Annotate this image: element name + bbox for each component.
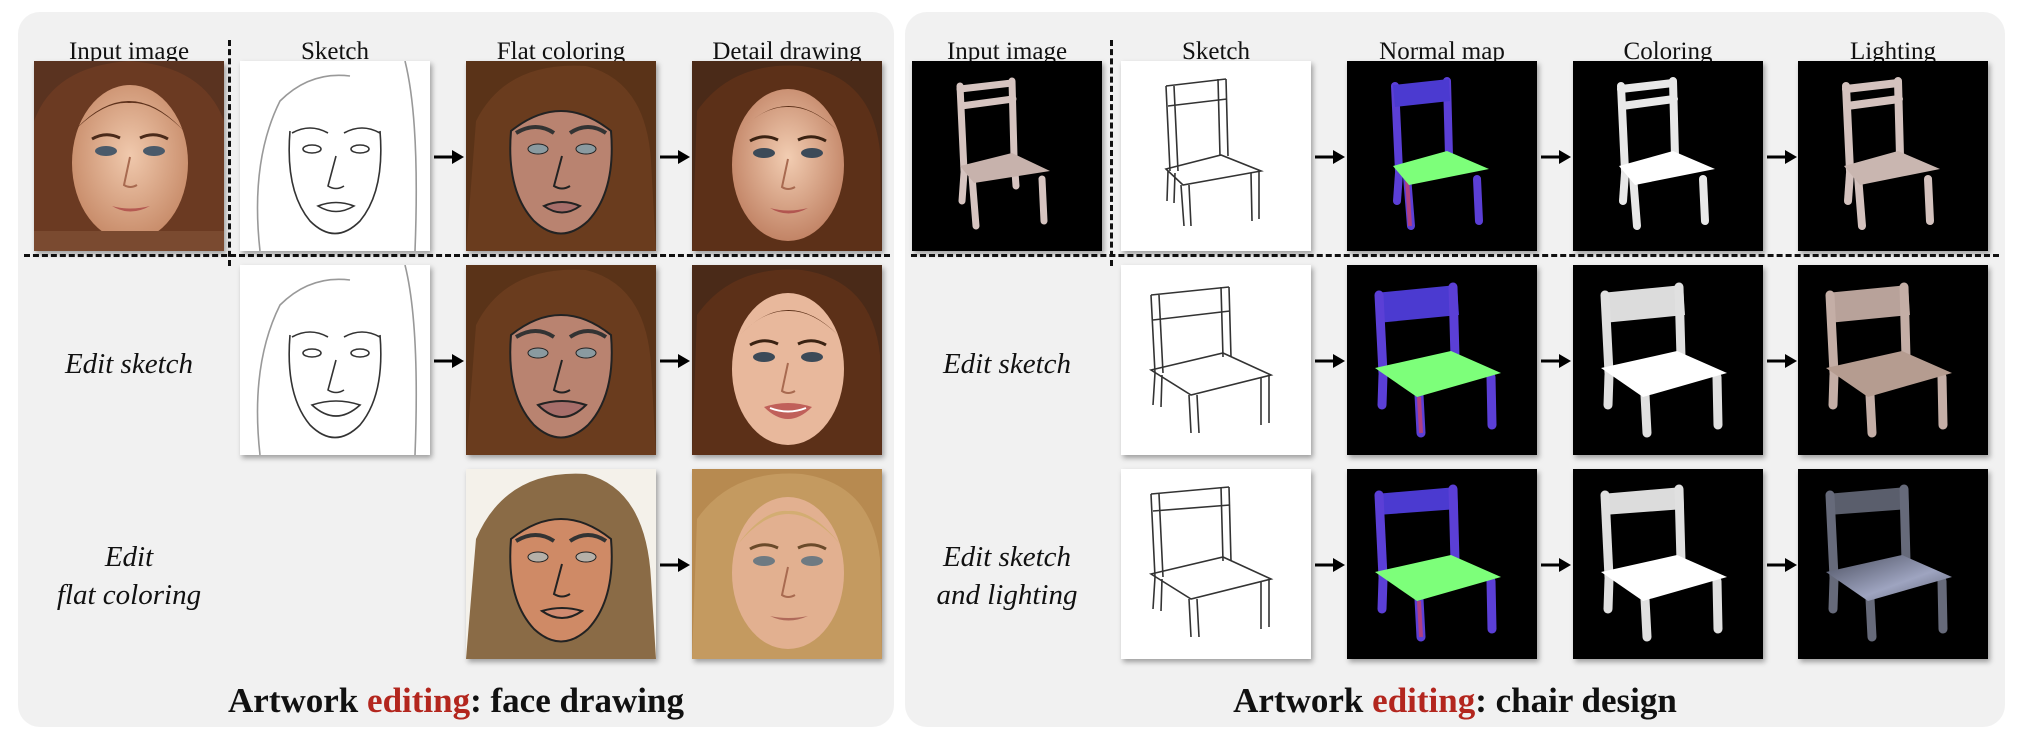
face-edited-flat-coloring bbox=[466, 469, 656, 659]
dashed-separator-vertical bbox=[1110, 40, 1113, 266]
title-prefix: Artwork bbox=[1233, 681, 1373, 720]
row-label-line-1: Edit sketch bbox=[942, 541, 1072, 573]
chair-lighting-edited-2 bbox=[1798, 469, 1988, 659]
face-flat-coloring bbox=[466, 61, 656, 251]
row-label-line-2: flat coloring bbox=[56, 579, 202, 611]
row-label-edit-flat-coloring: Edit flat coloring bbox=[34, 538, 224, 614]
dashed-separator-horizontal bbox=[911, 254, 1999, 257]
chair-lighting-edited bbox=[1798, 265, 1988, 455]
col-header-lighting: Lighting bbox=[1849, 38, 1937, 65]
title-prefix: Artwork bbox=[228, 681, 368, 720]
dashed-separator-vertical bbox=[228, 40, 231, 266]
col-header-sketch: Sketch bbox=[300, 38, 370, 65]
chair-sketch bbox=[1121, 61, 1311, 251]
row-label-edit-sketch-and-lighting: Edit sketch and lighting bbox=[912, 538, 1102, 614]
chair-normal-map bbox=[1347, 61, 1537, 251]
row-label-edit-sketch: Edit sketch bbox=[64, 348, 194, 380]
arrow-right-icon bbox=[1315, 354, 1345, 368]
arrow-right-icon bbox=[434, 150, 464, 164]
arrow-right-icon bbox=[1767, 354, 1797, 368]
title-accent: editing bbox=[1372, 681, 1476, 720]
title-suffix: : chair design bbox=[1475, 681, 1677, 720]
arrow-right-icon bbox=[1541, 150, 1571, 164]
face-edited-sketch bbox=[240, 265, 430, 455]
panel-title-face-drawing: Artwork editing: face drawing bbox=[18, 681, 894, 721]
chair-coloring-edited bbox=[1573, 265, 1763, 455]
col-header-normal-map: Normal map bbox=[1379, 38, 1505, 65]
dashed-separator-horizontal bbox=[24, 254, 890, 257]
face-drawing-panel: Input image Sketch Flat coloring Detail … bbox=[18, 12, 894, 727]
col-header-sketch: Sketch bbox=[1181, 38, 1251, 65]
col-header-flat-coloring: Flat coloring bbox=[496, 38, 626, 65]
arrow-right-icon bbox=[1315, 150, 1345, 164]
face-sketch bbox=[240, 61, 430, 251]
chair-normal-map-edited bbox=[1347, 265, 1537, 455]
title-accent: editing bbox=[367, 681, 471, 720]
row-label-line-2: and lighting bbox=[936, 579, 1078, 611]
face-detail-from-edited-coloring bbox=[692, 469, 882, 659]
chair-design-panel: Input image Sketch Normal map Coloring L… bbox=[905, 12, 2005, 727]
arrow-right-icon bbox=[1541, 558, 1571, 572]
arrow-right-icon bbox=[1767, 558, 1797, 572]
arrow-right-icon bbox=[1541, 354, 1571, 368]
arrow-right-icon bbox=[434, 354, 464, 368]
face-detail-from-edited-sketch bbox=[692, 265, 882, 455]
panel-title-chair-design: Artwork editing: chair design bbox=[905, 681, 2005, 721]
arrow-right-icon bbox=[1315, 558, 1345, 572]
col-header-detail-drawing: Detail drawing bbox=[712, 38, 862, 65]
title-suffix: : face drawing bbox=[470, 681, 684, 720]
face-flat-coloring-from-edited-sketch bbox=[466, 265, 656, 455]
col-header-coloring: Coloring bbox=[1623, 38, 1713, 65]
chair-lighting bbox=[1798, 61, 1988, 251]
col-header-input-image: Input image bbox=[946, 38, 1068, 65]
input-face-photo bbox=[34, 61, 224, 251]
chair-coloring bbox=[1573, 61, 1763, 251]
face-detail-drawing bbox=[692, 61, 882, 251]
chair-normal-map-edited-2 bbox=[1347, 469, 1537, 659]
chair-edited-sketch bbox=[1121, 265, 1311, 455]
chair-edited-sketch-2 bbox=[1121, 469, 1311, 659]
arrow-right-icon bbox=[660, 558, 690, 572]
row-label-line-1: Edit bbox=[104, 541, 154, 573]
row-label-edit-sketch: Edit sketch bbox=[942, 348, 1072, 380]
col-header-input-image: Input image bbox=[68, 38, 190, 65]
arrow-right-icon bbox=[660, 354, 690, 368]
arrow-right-icon bbox=[660, 150, 690, 164]
chair-coloring-edited-2 bbox=[1573, 469, 1763, 659]
input-chair-render bbox=[912, 61, 1102, 251]
arrow-right-icon bbox=[1767, 150, 1797, 164]
